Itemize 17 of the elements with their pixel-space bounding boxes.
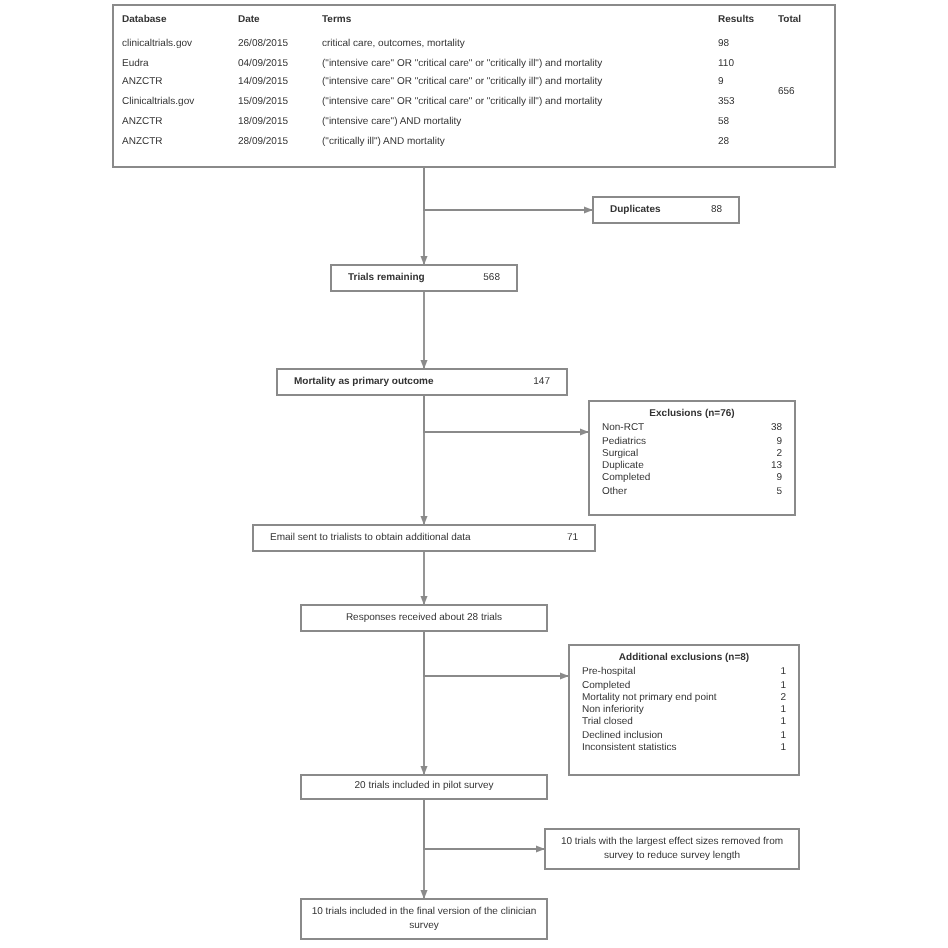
process-box [300, 774, 548, 800]
exclusion-box [588, 400, 796, 516]
exclusion-box [568, 644, 800, 776]
search-table [112, 4, 836, 168]
arrow [420, 631, 428, 775]
arrow [420, 395, 428, 525]
arrow [420, 799, 428, 899]
arrow [420, 167, 428, 265]
process-box [300, 604, 548, 632]
process-box [592, 196, 740, 224]
process-box [252, 524, 596, 552]
process-box [544, 828, 800, 870]
process-box [276, 368, 568, 396]
process-box [330, 264, 518, 292]
arrow [420, 551, 428, 605]
arrow [420, 291, 428, 369]
process-box [300, 898, 548, 940]
